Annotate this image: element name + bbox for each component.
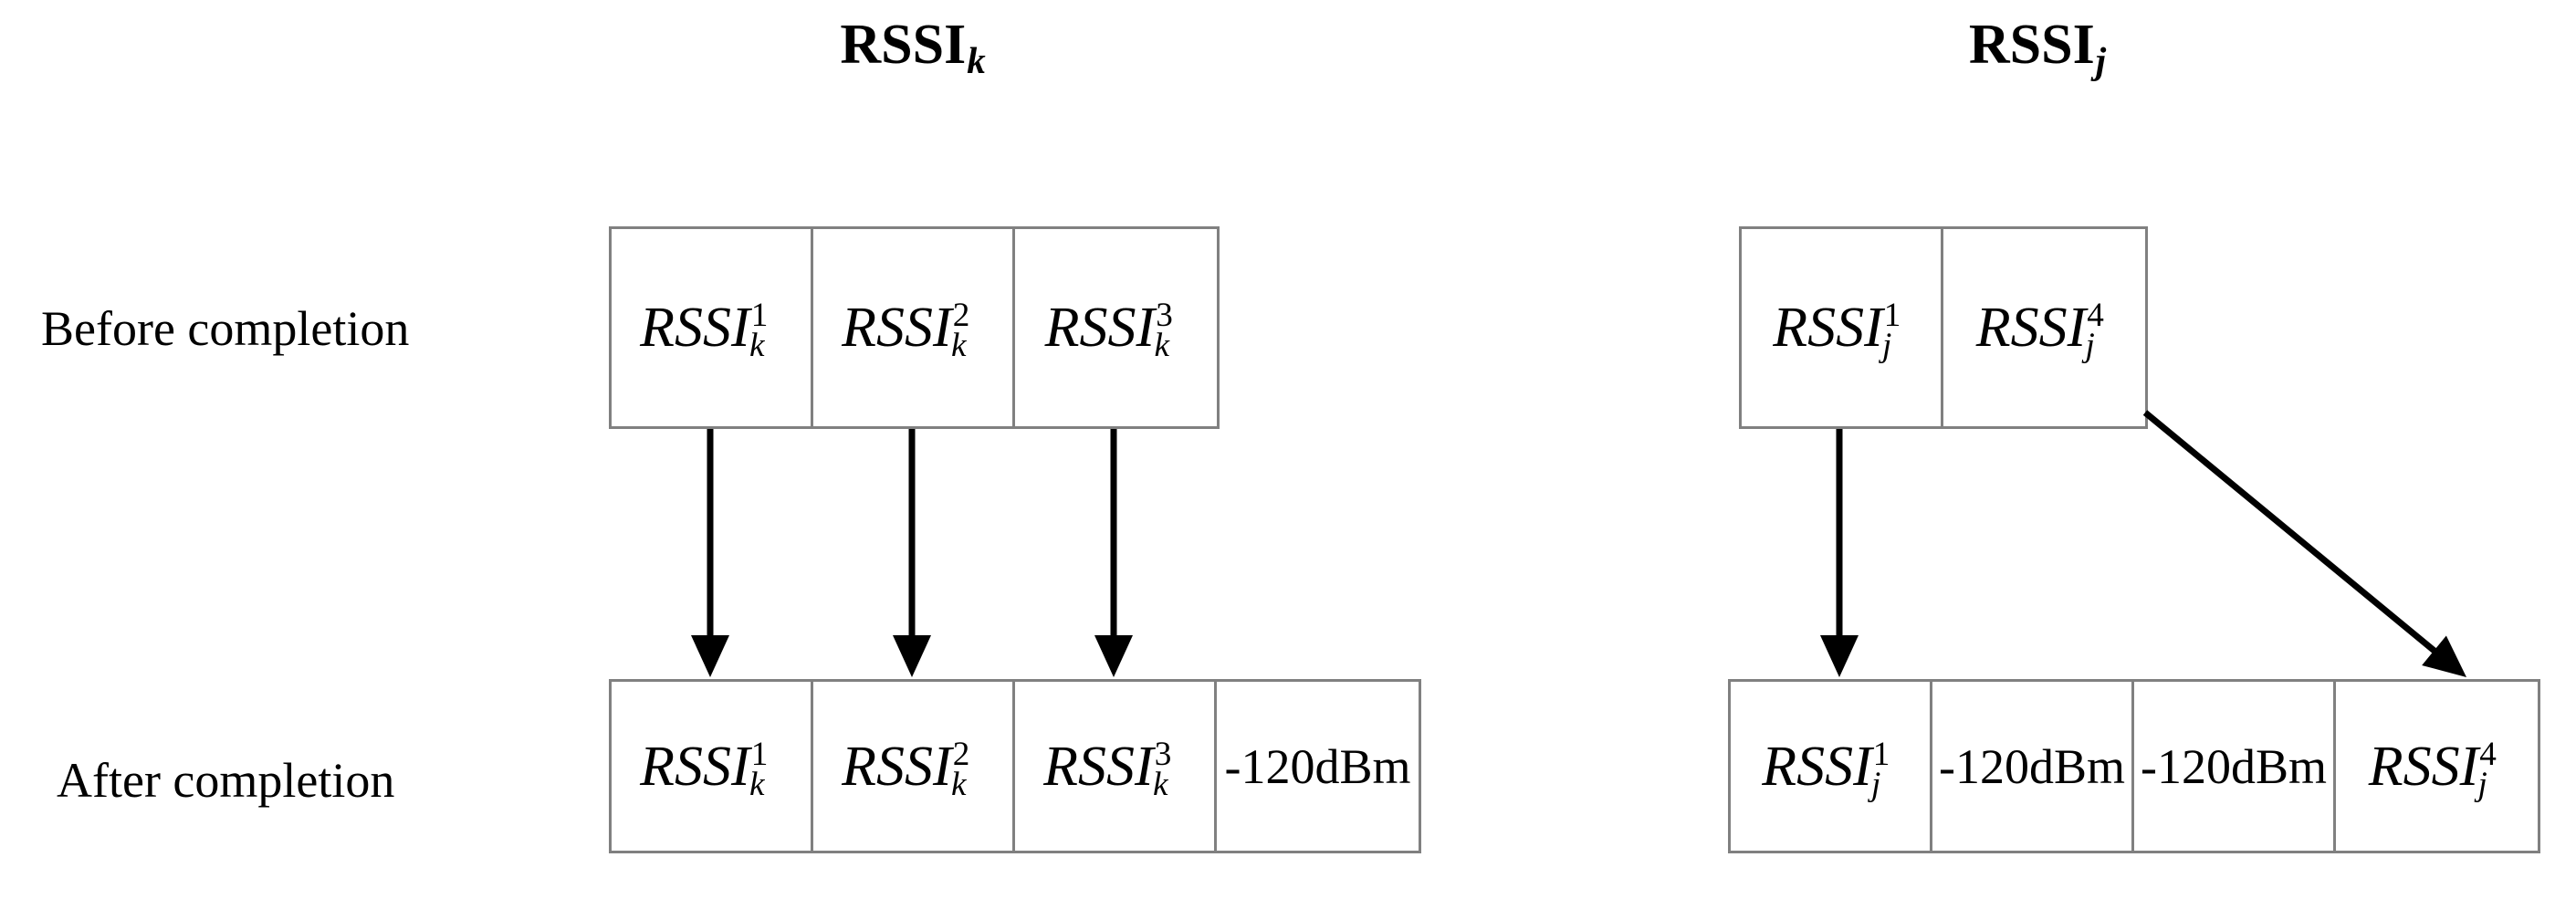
array-k-before: RSSI1k RSSI2k RSSI3k <box>609 226 1220 429</box>
cell-j-after-2[interactable]: -120dBm <box>1932 682 2134 851</box>
cell-k-before-1[interactable]: RSSI1k <box>612 229 813 426</box>
math-token: RSSI3k <box>1044 297 1173 365</box>
arrow-j-4 <box>2142 410 2466 677</box>
cell-k-after-4[interactable]: -120dBm <box>1217 682 1419 851</box>
array-j-before: RSSI1j RSSI4j <box>1739 226 2148 429</box>
cell-k-after-2[interactable]: RSSI2k <box>813 682 1015 851</box>
array-k-after: RSSI1k RSSI2k RSSI3k -120dBm <box>609 679 1421 853</box>
cell-k-before-2[interactable]: RSSI2k <box>813 229 1015 426</box>
arrow-k-3 <box>1094 429 1133 677</box>
cell-k-after-3[interactable]: RSSI3k <box>1015 682 1217 851</box>
group-title-k-subscript: k <box>967 40 986 82</box>
noise-floor-value: -120dBm <box>1938 738 2125 794</box>
group-title-j-subscript: j <box>2095 40 2107 82</box>
math-token: RSSI2k <box>842 735 970 803</box>
arrow-k-2 <box>893 429 931 677</box>
math-token: RSSI2k <box>842 297 970 365</box>
cell-j-before-2[interactable]: RSSI4j <box>1943 229 2145 426</box>
math-token: RSSI1k <box>640 297 769 365</box>
cell-j-after-3[interactable]: -120dBm <box>2134 682 2336 851</box>
noise-floor-value: -120dBm <box>2140 738 2327 794</box>
cell-k-before-3[interactable]: RSSI3k <box>1015 229 1217 426</box>
cell-k-after-1[interactable]: RSSI1k <box>612 682 813 851</box>
arrow-k-1 <box>691 429 729 677</box>
noise-floor-value: -120dBm <box>1224 738 1411 794</box>
math-token: RSSI4j <box>1975 297 2104 365</box>
math-token: RSSI3k <box>1043 735 1172 803</box>
cell-j-after-4[interactable]: RSSI4j <box>2336 682 2538 851</box>
math-token: RSSI1j <box>1773 297 1901 365</box>
group-title-j-base: RSSI <box>1968 14 2095 76</box>
row-label-after-completion: After completion <box>57 753 395 808</box>
math-token: RSSI1j <box>1762 735 1890 803</box>
cell-j-after-1[interactable]: RSSI1j <box>1731 682 1932 851</box>
math-token: RSSI1k <box>640 735 769 803</box>
group-title-k-base: RSSI <box>840 14 967 76</box>
math-token: RSSI4j <box>2368 735 2497 803</box>
row-label-before-completion: Before completion <box>41 301 410 356</box>
cell-j-before-1[interactable]: RSSI1j <box>1742 229 1943 426</box>
arrow-j-1 <box>1820 429 1859 677</box>
array-j-after: RSSI1j -120dBm -120dBm RSSI4j <box>1728 679 2540 853</box>
group-title-k: RSSIk <box>840 16 985 80</box>
group-title-j: RSSIj <box>1969 16 2106 80</box>
